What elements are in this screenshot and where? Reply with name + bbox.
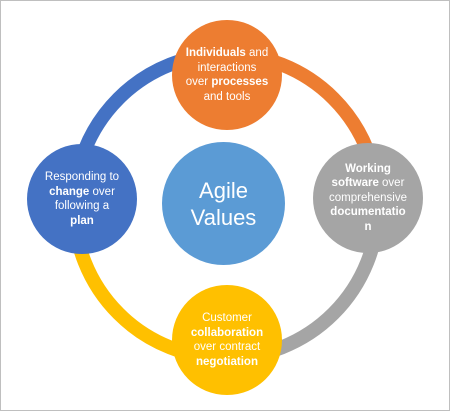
value-node-responding-to-change: Responding to change over following a pl… bbox=[27, 144, 137, 254]
text-individuals: Individuals bbox=[185, 47, 246, 59]
center-line-2: Values bbox=[190, 204, 257, 230]
value-node-individuals: Individuals and interactions over proces… bbox=[172, 20, 282, 130]
value-text-customer-collaboration: Customer collaboration over contract neg… bbox=[191, 311, 263, 369]
center-line-1: Agile bbox=[199, 177, 248, 203]
text-and-tools: and tools bbox=[203, 90, 251, 103]
text-change: change bbox=[49, 185, 90, 198]
value-text-responding-to-change: Responding to change over following a pl… bbox=[45, 170, 119, 228]
text-processes: processes bbox=[211, 76, 269, 88]
text-software: software bbox=[331, 177, 379, 190]
text-comprehensive: comprehensive bbox=[329, 191, 407, 204]
text-negotiation: negotiation bbox=[196, 355, 258, 368]
text-documentatio: documentatio bbox=[330, 206, 406, 219]
text-n: n bbox=[364, 220, 372, 233]
text-and: and bbox=[245, 47, 269, 59]
value-text-individuals: Individuals and interactions over proces… bbox=[186, 46, 268, 104]
text-following-a: following a bbox=[54, 200, 110, 212]
text-working: Working bbox=[345, 162, 391, 175]
text-collaboration: collaboration bbox=[190, 326, 264, 339]
text-responding-to: Responding to bbox=[44, 171, 120, 183]
value-node-working-software: Working software over comprehensive docu… bbox=[313, 143, 423, 253]
agile-values-center-circle: Agile Values bbox=[162, 142, 285, 265]
center-title: Agile Values bbox=[191, 177, 257, 231]
text-plan: plan bbox=[70, 214, 94, 227]
text-over: over bbox=[185, 76, 212, 88]
text-interactions: interactions bbox=[197, 61, 257, 74]
text-over-contract: over contract bbox=[193, 341, 261, 353]
value-node-customer-collaboration: Customer collaboration over contract neg… bbox=[172, 285, 282, 395]
value-text-working-software: Working software over comprehensive docu… bbox=[329, 162, 407, 235]
text-customer: Customer bbox=[202, 312, 252, 324]
text-over: over bbox=[378, 177, 405, 190]
text-over: over bbox=[89, 185, 115, 198]
